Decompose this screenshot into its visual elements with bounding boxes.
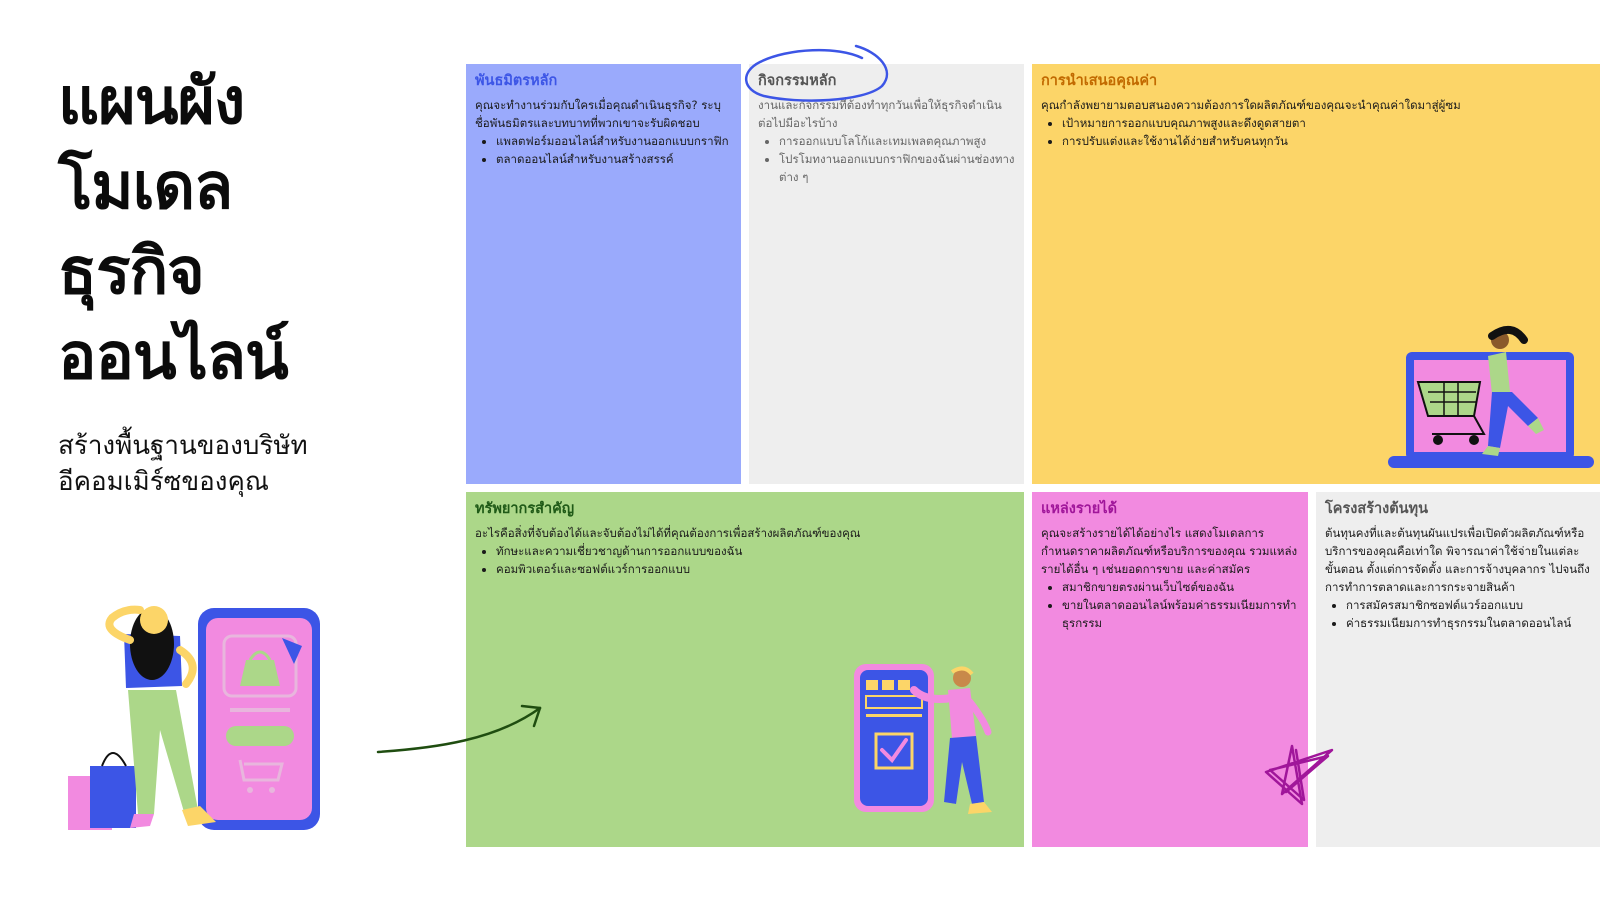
page-subtitle: สร้างพื้นฐานของบริษัทอีคอมเมิร์ซของคุณ — [58, 431, 308, 497]
title-line: โมเดล — [58, 150, 233, 224]
title-line: ออนไลน์ — [58, 320, 289, 394]
cost-structure-block: โครงสร้างต้นทุน ต้นทุนคงที่และต้นทุนผันแ… — [1316, 492, 1600, 847]
key-partners-block: พันธมิตรหลัก คุณจะทำงานร่วมกับใครเมื่อคุ… — [466, 64, 741, 484]
value-proposition-heading: การนำเสนอคุณค่า — [1041, 73, 1158, 89]
list-item: ขายในตลาดออนไลน์พร้อมค่าธรรมเนียมการทำธุ… — [1062, 596, 1299, 632]
key-resources-description: อะไรคือสิ่งที่จับต้องได้และจับต้องไม่ได้… — [475, 526, 861, 540]
cost-structure-list: การสมัครสมาชิกซอฟต์แวร์ออกแบบ ค่าธรรมเนี… — [1325, 596, 1591, 632]
list-item: การออกแบบโลโก้และเทมเพลตคุณภาพสูง — [779, 132, 1015, 150]
key-activities-list: การออกแบบโลโก้และเทมเพลตคุณภาพสูง โปรโมท… — [758, 132, 1015, 186]
list-item: แพลตฟอร์มออนไลน์สำหรับงานออกแบบกราฟิก — [496, 132, 732, 150]
list-item: ตลาดออนไลน์สำหรับงานสร้างสรรค์ — [496, 150, 732, 168]
phone-shopping-man-illustration — [854, 664, 992, 814]
cost-structure-description: ต้นทุนคงที่และต้นทุนผันแปรเพื่อเปิดตัวผล… — [1325, 526, 1590, 594]
hand-drawn-circle-icon — [745, 44, 889, 102]
revenue-streams-heading: แหล่งรายได้ — [1041, 501, 1118, 517]
revenue-streams-description: คุณจะสร้างรายได้ได้อย่างไร แสดงโมเดลการก… — [1041, 526, 1298, 576]
key-partners-description: คุณจะทำงานร่วมกับใครเมื่อคุณดำเนินธุรกิจ… — [475, 98, 721, 130]
curved-arrow-icon — [376, 704, 542, 754]
key-activities-block: กิจกรรมหลัก งานและกิจกรรมที่ต้องทำทุกวัน… — [749, 64, 1024, 484]
value-proposition-description: คุณกำลังพยายามตอบสนองความต้องการใดผลิตภั… — [1041, 98, 1461, 112]
list-item: การสมัครสมาชิกซอฟต์แวร์ออกแบบ — [1346, 596, 1591, 614]
key-resources-heading: ทรัพยากรสำคัญ — [475, 501, 575, 517]
list-item: สมาชิกขายตรงผ่านเว็บไซต์ของฉัน — [1062, 578, 1299, 596]
cost-structure-heading: โครงสร้างต้นทุน — [1325, 501, 1429, 517]
key-activities-heading: กิจกรรมหลัก — [758, 73, 837, 89]
page-title: แผนผัง โมเดล ธุรกิจ ออนไลน์ — [58, 60, 438, 400]
key-partners-list: แพลตฟอร์มออนไลน์สำหรับงานออกแบบกราฟิก ตล… — [475, 132, 732, 168]
list-item: เป้าหมายการออกแบบคุณภาพสูงและดึงดูดสายตา — [1062, 114, 1591, 132]
list-item: คอมพิวเตอร์และซอฟต์แวร์การออกแบบ — [496, 560, 1015, 578]
scribble-star-icon — [1264, 744, 1334, 806]
shopping-woman-phone-illustration — [68, 605, 320, 830]
laptop-shopping-cart-illustration — [1388, 326, 1594, 468]
title-line: แผนผัง — [58, 65, 245, 139]
list-item: โปรโมทงานออกแบบกราฟิกของฉันผ่านช่องทางต่… — [779, 150, 1015, 186]
list-item: ค่าธรรมเนียมการทำธุรกรรมในตลาดออนไลน์ — [1346, 614, 1591, 632]
value-proposition-list: เป้าหมายการออกแบบคุณภาพสูงและดึงดูดสายตา… — [1041, 114, 1591, 150]
list-item: ทักษะและความเชี่ยวชาญด้านการออกแบบของฉัน — [496, 542, 1015, 560]
revenue-streams-list: สมาชิกขายตรงผ่านเว็บไซต์ของฉัน ขายในตลาด… — [1041, 578, 1299, 632]
key-partners-heading: พันธมิตรหลัก — [475, 73, 558, 89]
title-line: ธุรกิจ — [58, 235, 205, 309]
key-resources-list: ทักษะและความเชี่ยวชาญด้านการออกแบบของฉัน… — [475, 542, 1015, 578]
revenue-streams-block: แหล่งรายได้ คุณจะสร้างรายได้ได้อย่างไร แ… — [1032, 492, 1308, 847]
list-item: การปรับแต่งและใช้งานได้ง่ายสำหรับคนทุกวั… — [1062, 132, 1591, 150]
